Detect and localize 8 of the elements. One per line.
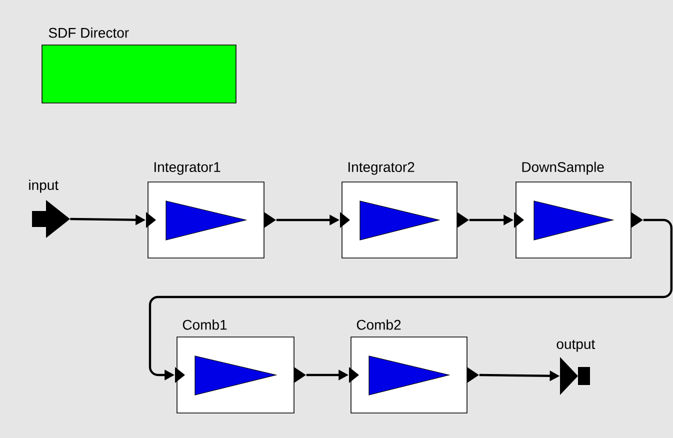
- actor-label: Comb1: [182, 320, 227, 330]
- actor-label: Comb2: [356, 320, 401, 330]
- port-label: output: [556, 340, 596, 352]
- actor-label: DownSample: [522, 162, 604, 175]
- actor-label: Integrator2: [348, 162, 414, 175]
- director-label: SDF Director: [48, 28, 129, 38]
- actor-label: Integrator1: [154, 162, 220, 175]
- port-label: input: [29, 180, 58, 193]
